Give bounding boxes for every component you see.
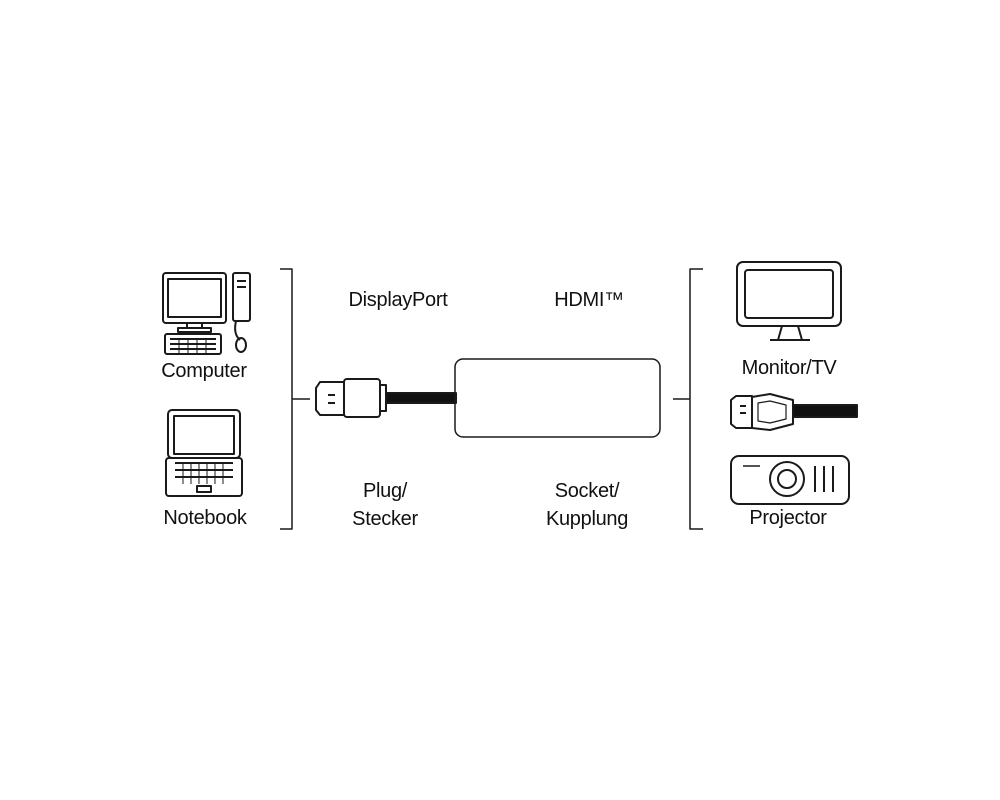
left-bracket [280, 268, 310, 530]
input-gender-line-2: Stecker [352, 508, 418, 530]
adapter-body [454, 358, 661, 438]
output-gender-label: Socket/ Kupplung [546, 477, 628, 533]
notebook-icon [165, 409, 243, 497]
projector-icon [730, 455, 850, 505]
input-type-label: DisplayPort [348, 289, 448, 311]
monitor-icon [736, 261, 842, 341]
monitor-label: Monitor/TV [741, 357, 837, 379]
notebook-label: Notebook [163, 507, 247, 529]
output-gender-line-1: Socket/ [554, 480, 620, 502]
projector-label: Projector [749, 507, 827, 529]
computer-icon [162, 272, 251, 355]
output-gender-line-2: Kupplung [545, 508, 629, 530]
computer-label: Computer [161, 360, 247, 382]
output-type-label: HDMI™ [554, 289, 624, 311]
input-gender-label: Plug/ Stecker [352, 477, 418, 533]
hdmi-plug-icon [730, 393, 858, 431]
right-bracket [673, 268, 703, 530]
displayport-plug-icon [315, 378, 457, 418]
input-gender-line-1: Plug/ [362, 480, 408, 502]
